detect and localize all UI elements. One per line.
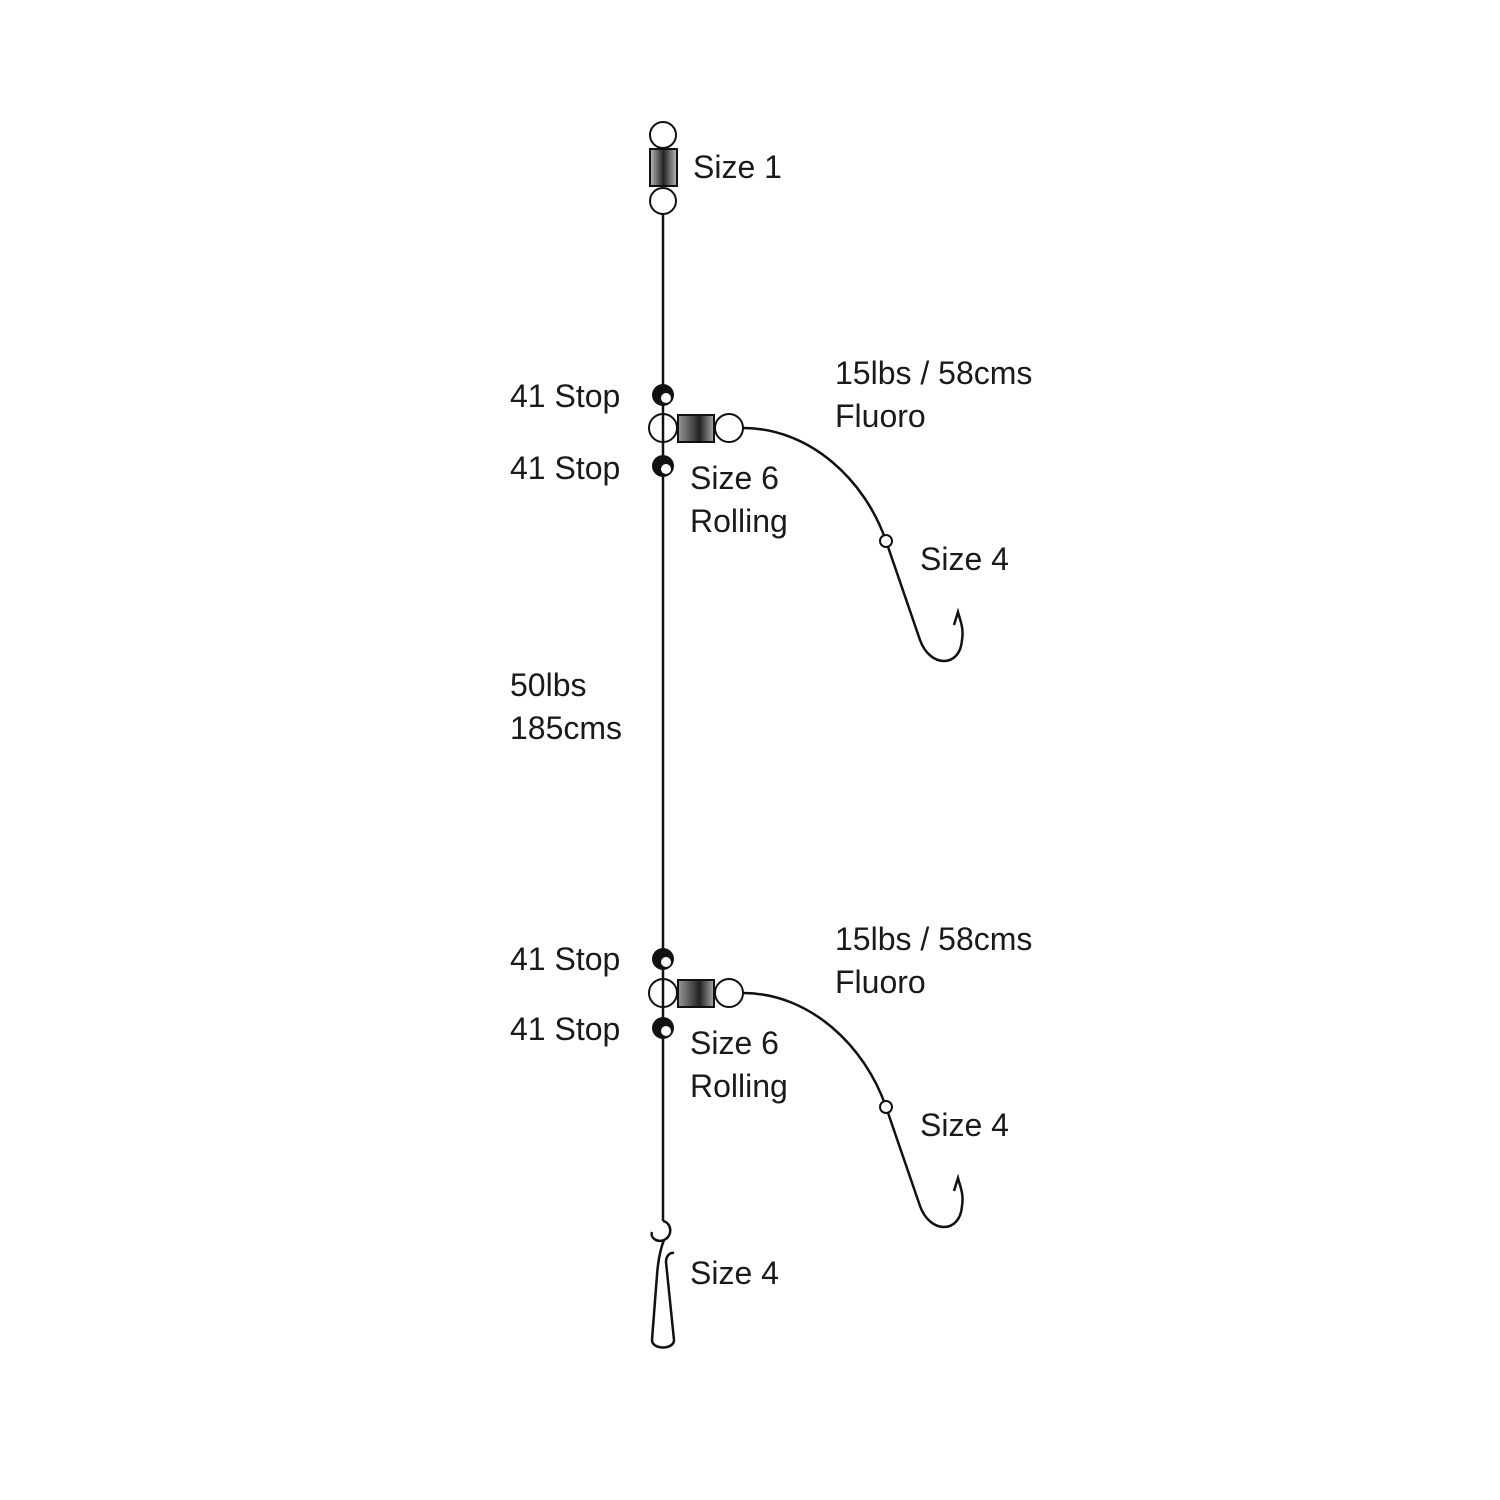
snood-label-material: Fluoro	[835, 398, 926, 434]
dropper-1: 41 Stop 41 Stop Size 6 Rolling 15lbs / 5…	[510, 355, 1032, 663]
snood-label-material: Fluoro	[835, 964, 926, 1000]
dropper-2	[648, 948, 964, 1229]
stop-bead	[652, 948, 674, 970]
snood-line	[742, 991, 964, 1229]
swivel-label-type: Rolling	[690, 1068, 788, 1104]
stop-bead	[652, 384, 674, 406]
snood-line	[742, 426, 964, 663]
swivel-label-type: Rolling	[690, 503, 788, 539]
stop-label-upper: 41 Stop	[510, 941, 620, 977]
swivel-label-size: Size 6	[690, 460, 779, 496]
main-line-label-length: 185cms	[510, 710, 622, 746]
rolling-swivel	[648, 978, 744, 1008]
lead-clip	[650, 1219, 676, 1349]
swivel-label-size: Size 6	[690, 1025, 779, 1061]
top-swivel	[649, 121, 678, 215]
rolling-swivel	[648, 413, 744, 443]
main-line-label-strength: 50lbs	[510, 667, 587, 703]
top-swivel-label: Size 1	[693, 149, 782, 185]
stop-bead	[652, 1017, 674, 1039]
stop-label-lower: 41 Stop	[510, 1011, 620, 1047]
lead-clip-label: Size 4	[690, 1255, 779, 1291]
hook-bead	[879, 1100, 893, 1114]
snood-label-spec: 15lbs / 58cms	[835, 355, 1032, 391]
stop-bead	[652, 455, 674, 477]
hook-label: Size 4	[920, 541, 1009, 577]
snood-label-spec: 15lbs / 58cms	[835, 921, 1032, 957]
hook-label: Size 4	[920, 1107, 1009, 1143]
hook-bead	[879, 534, 893, 548]
stop-label-lower: 41 Stop	[510, 450, 620, 486]
stop-label-upper: 41 Stop	[510, 378, 620, 414]
